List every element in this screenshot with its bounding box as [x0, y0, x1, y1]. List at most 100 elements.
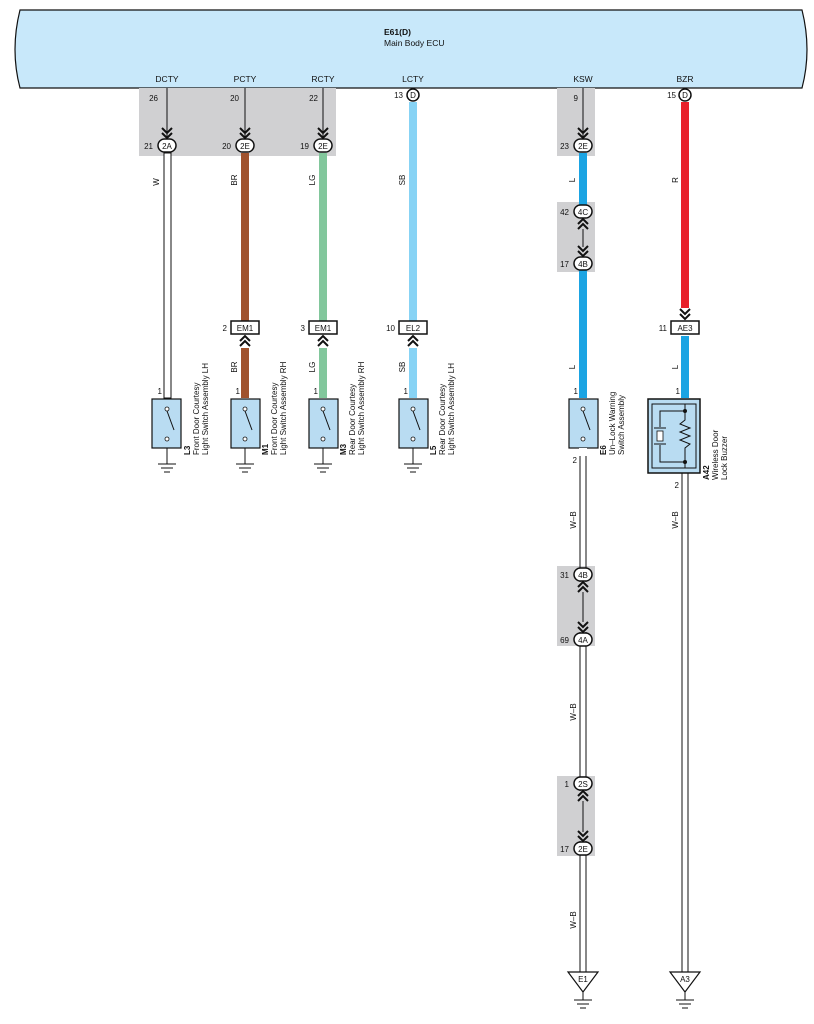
svg-text:2: 2: [675, 481, 680, 490]
pin-rcty: 22: [309, 94, 318, 103]
wire-label-br-top: BR: [230, 174, 239, 185]
connector-d-lcty-label: D: [410, 91, 416, 100]
component-code-l3: L3: [183, 445, 192, 455]
connector-el2-code: EL2: [406, 324, 421, 333]
junction-2a-dcty: [157, 138, 177, 153]
component-code-l5: L5: [429, 445, 438, 455]
junction-code-4b-lower: 4B: [578, 571, 588, 580]
terminal-label-rcty: RCTY: [311, 74, 334, 84]
wire-label-wb-3: W–B: [569, 911, 578, 928]
wire-label-wb-4: W–B: [671, 511, 680, 528]
component-code-a42: A42: [702, 465, 711, 480]
junction-2e-ksw: [573, 138, 593, 153]
component-name-e6-2: Switch Assembly: [617, 395, 626, 455]
wire-ksw-blue-2: [579, 270, 587, 398]
junction-code-2a: 2A: [162, 142, 172, 151]
connector-el2-pin: 10: [386, 324, 395, 333]
svg-text:E1: E1: [578, 975, 588, 984]
component-code-m1: M1: [261, 443, 270, 455]
component-name-l3-1: Front Door Courtesy: [192, 383, 201, 455]
svg-text:1: 1: [158, 387, 163, 396]
junction-code-2e-pcty: 2E: [240, 142, 250, 151]
wire-label-br-bottom: BR: [230, 361, 239, 372]
connector-d-bzr-label: D: [682, 91, 688, 100]
junction-code-2e-lower: 2E: [578, 845, 588, 854]
ecu-code: E61(D): [384, 27, 411, 37]
wire-m1-brown: [241, 348, 249, 398]
switch-m3: 1: [308, 387, 339, 473]
junction-4b: [573, 256, 593, 271]
wire-l5-skyblue: [409, 348, 417, 398]
wire-a42-blue: [681, 336, 689, 398]
terminal-label-dcty: DCTY: [155, 74, 178, 84]
component-code-m3: M3: [339, 443, 348, 455]
wire-e6-wb: [579, 455, 587, 972]
junction-pin-31: 31: [560, 571, 569, 580]
connector-d-bzr: [678, 88, 692, 102]
wire-label-r: R: [671, 177, 680, 183]
switch-l3: 1: [151, 387, 182, 473]
wire-label-l-mid: L: [568, 364, 577, 369]
wire-bzr-red: [681, 102, 689, 308]
wire-label-sb-top: SB: [398, 175, 407, 186]
connector-em1-a-pin: 2: [223, 324, 228, 333]
connector-em1-a: [230, 320, 260, 335]
junction-pin-21: 21: [144, 142, 153, 151]
junction-pin-69: 69: [560, 636, 569, 645]
connector-ae3-pin: 11: [659, 324, 668, 333]
junction-pin-20: 20: [222, 142, 231, 151]
wire-label-w: W: [152, 178, 161, 186]
junction-pin-19: 19: [300, 142, 309, 151]
junction-2e-rcty: [313, 138, 333, 153]
ground-point-e1: E1: [566, 971, 600, 1009]
wire-rcty-green: [319, 153, 327, 321]
component-name-e6-1: Un–Lock Warning: [608, 392, 617, 455]
component-name-l3-2: Light Switch Assembly LH: [201, 363, 210, 455]
component-name-m3-1: Rear Door Courtesy: [348, 384, 357, 455]
pin-lcty: 13: [394, 91, 403, 100]
terminal-label-lcty: LCTY: [402, 74, 424, 84]
wire-lcty-skyblue: [409, 102, 417, 321]
wire-a42-wb: [681, 472, 689, 972]
pin-dcty: 26: [149, 94, 158, 103]
pin-bzr: 15: [667, 91, 676, 100]
wire-pcty-brown: [241, 153, 249, 321]
junction-pin-17a: 17: [560, 260, 569, 269]
junction-pin-23: 23: [560, 142, 569, 151]
junction-code-4a: 4A: [578, 636, 588, 645]
component-name-a42-1: Wireless Door: [711, 429, 720, 480]
junction-4a: [573, 632, 593, 647]
wire-label-lg-bottom: LG: [308, 362, 317, 373]
connector-el2: [398, 320, 428, 335]
pin-pcty: 20: [230, 94, 239, 103]
connector-ae3: [670, 320, 700, 335]
junction-2e-lower: [573, 841, 593, 856]
junction-code-4c: 4C: [578, 208, 588, 217]
ground-point-a3: A3: [668, 971, 702, 1009]
wire-label-l-top: L: [568, 177, 577, 182]
junction-code-2e-ksw: 2E: [578, 142, 588, 151]
connector-em1-b-pin: 3: [301, 324, 306, 333]
junction-code-2e-rcty: 2E: [318, 142, 328, 151]
svg-text:1: 1: [404, 387, 409, 396]
switch-l5: 1: [398, 387, 429, 473]
component-name-m1-2: Light Switch Assembly RH: [279, 361, 288, 455]
svg-text:1: 1: [314, 387, 319, 396]
wire-label-l-a42: L: [671, 364, 680, 369]
switch-m1: 1: [230, 387, 261, 473]
svg-text:1: 1: [574, 387, 579, 396]
wire-label-sb-bottom: SB: [398, 362, 407, 373]
terminal-label-bzr: BZR: [677, 74, 694, 84]
connector-em1-a-code: EM1: [237, 324, 254, 333]
terminal-label-pcty: PCTY: [234, 74, 257, 84]
connector-ae3-code: AE3: [677, 324, 693, 333]
ecu-body: [14, 9, 808, 89]
connector-em1-b-code: EM1: [315, 324, 332, 333]
component-name-l5-1: Rear Door Courtesy: [438, 384, 447, 455]
component-code-e6: E6: [599, 445, 608, 455]
component-name-m3-2: Light Switch Assembly RH: [357, 361, 366, 455]
switch-e6: 1 2: [568, 387, 599, 465]
component-name-a42-2: Lock Buzzer: [720, 436, 729, 480]
svg-text:A3: A3: [680, 975, 690, 984]
wire-label-wb-1: W–B: [569, 511, 578, 528]
